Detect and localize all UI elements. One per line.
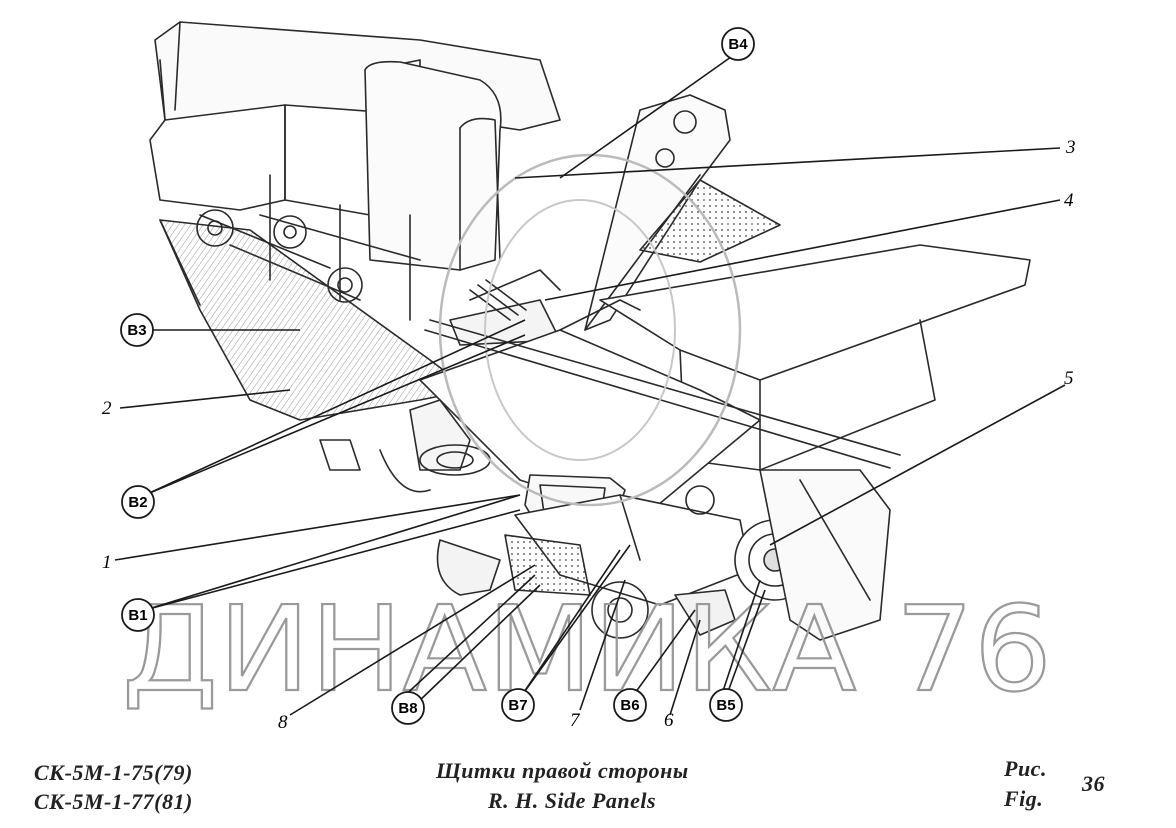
- part-number-7: 7: [570, 710, 581, 731]
- callout-b7: B7: [501, 688, 535, 722]
- machine-drawing: [149, 21, 1031, 641]
- part-number-8: 8: [278, 712, 288, 733]
- callout-b2: B2: [121, 485, 155, 519]
- figure-title-ru: Щитки правой стороны: [436, 758, 689, 783]
- callout-b4-label: B4: [728, 36, 748, 53]
- callout-b7-label: B7: [508, 697, 527, 714]
- callout-b5-label: B5: [716, 697, 735, 714]
- callout-b2-label: B2: [128, 494, 147, 511]
- callout-b4: B4: [721, 27, 755, 61]
- part-number-3: 3: [1065, 137, 1076, 158]
- model-line-1: СК-5М-1-75(79): [34, 760, 193, 785]
- callout-b1-label: B1: [128, 607, 147, 624]
- leader-lines: [114, 51, 1066, 716]
- callout-b6: B6: [613, 688, 647, 722]
- model-line-2: СК-5М-1-77(81): [34, 789, 193, 814]
- watermark-text: ДИНАМИКА 76: [122, 580, 1052, 718]
- callout-b3-label: B3: [127, 322, 146, 339]
- part-number-2: 2: [102, 398, 112, 419]
- callout-b5: B5: [709, 688, 743, 722]
- callout-b8-label: B8: [398, 700, 417, 717]
- fig-label-en: Fig.: [1004, 786, 1044, 811]
- watermark: ДИНАМИКА 76: [121, 153, 1053, 719]
- figure-number: 36: [1082, 771, 1105, 796]
- fig-label-ru: Рис.: [1004, 756, 1047, 781]
- figure-title-en: R. H. Side Panels: [488, 788, 657, 813]
- part-number-4: 4: [1064, 190, 1074, 211]
- part-number-5: 5: [1064, 368, 1074, 389]
- callout-b8: B8: [391, 691, 425, 725]
- callout-b3: B3: [120, 313, 154, 347]
- part-number-1: 1: [102, 552, 112, 573]
- part-number-6: 6: [664, 710, 674, 731]
- callout-b1: B1: [121, 598, 155, 632]
- callout-b6-label: B6: [620, 697, 639, 714]
